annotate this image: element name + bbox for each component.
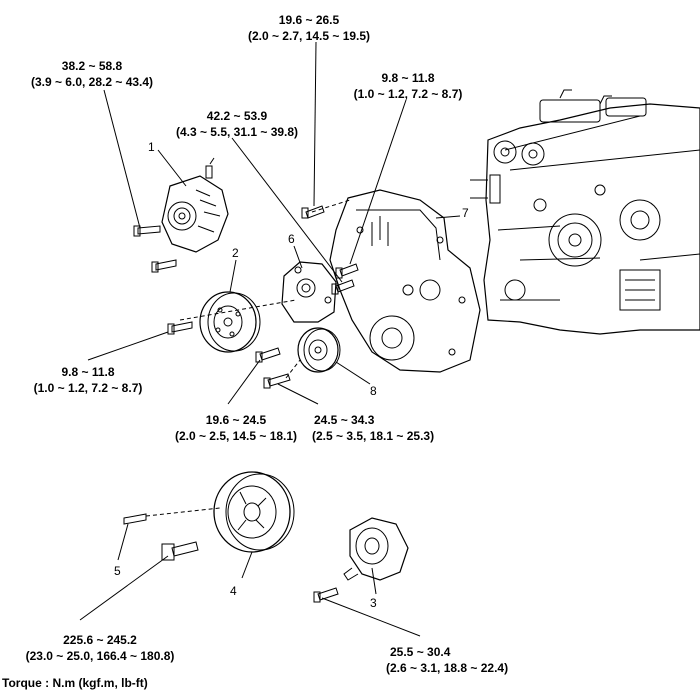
torque-label-idler-top: 9.8 ~ 11.8 (1.0 ~ 1.2, 7.2 ~ 8.7): [346, 70, 470, 102]
torque-label-bracket-bolt: 42.2 ~ 53.9 (4.3 ~ 5.5, 31.1 ~ 39.8): [166, 108, 308, 140]
alternator: [161, 157, 229, 253]
torque-label-alternator-bolt: 38.2 ~ 58.8 (3.9 ~ 6.0, 28.2 ~ 43.4): [26, 58, 158, 90]
callout-6: 6: [288, 232, 295, 246]
torque-kgf-lbft: (1.0 ~ 1.2, 7.2 ~ 8.7): [33, 381, 143, 395]
torque-label-tensioner-bolt: 25.5 ~ 30.4 (2.6 ~ 3.1, 18.8 ~ 22.4): [386, 644, 556, 676]
torque-label-mid-bolt: 19.6 ~ 24.5 (2.0 ~ 2.5, 14.5 ~ 18.1): [164, 412, 308, 444]
bracket-bolts: [331, 263, 359, 295]
torque-kgf-lbft: (1.0 ~ 1.2, 7.2 ~ 8.7): [353, 87, 463, 101]
torque-nm: 38.2 ~ 58.8: [61, 59, 123, 73]
pulley-bolt: [167, 321, 193, 335]
auto-tensioner: [343, 517, 409, 581]
top-bolt: [301, 205, 325, 219]
torque-kgf-lbft: (2.0 ~ 2.7, 14.5 ~ 19.5): [247, 29, 371, 43]
idler-pulley: [297, 327, 341, 373]
pulley: [199, 291, 261, 353]
callout-1: 1: [148, 140, 155, 154]
torque-nm: 19.6 ~ 26.5: [278, 13, 340, 27]
torque-kgf-lbft: (23.0 ~ 25.0, 166.4 ~ 180.8): [25, 649, 175, 663]
torque-nm: 19.6 ~ 24.5: [205, 413, 267, 427]
callout-5: 5: [114, 564, 121, 578]
torque-label-crank-bolt: 225.6 ~ 245.2 (23.0 ~ 25.0, 166.4 ~ 180.…: [10, 632, 190, 664]
torque-nm: 9.8 ~ 11.8: [381, 71, 435, 85]
torque-nm: 42.2 ~ 53.9: [206, 109, 268, 123]
torque-kgf-lbft: (2.6 ~ 3.1, 18.8 ~ 22.4): [386, 661, 509, 675]
callout-8: 8: [370, 384, 377, 398]
torque-label-pulley-bolt: 9.8 ~ 11.8 (1.0 ~ 1.2, 7.2 ~ 8.7): [26, 364, 150, 396]
torque-nm: 24.5 ~ 34.3: [314, 413, 375, 427]
crankshaft-bolt: [161, 541, 199, 561]
callout-2: 2: [232, 246, 239, 260]
timing-cover: [329, 189, 481, 373]
torque-label-top-bolt: 19.6 ~ 26.5 (2.0 ~ 2.7, 14.5 ~ 19.5): [234, 12, 384, 44]
idler-bracket: [281, 261, 337, 323]
torque-kgf-lbft: (4.3 ~ 5.5, 31.1 ~ 39.8): [175, 125, 299, 139]
callout-7: 7: [462, 206, 469, 220]
torque-nm: 9.8 ~ 11.8: [61, 365, 115, 379]
callout-4: 4: [230, 584, 237, 598]
torque-nm: 25.5 ~ 30.4: [390, 645, 451, 659]
torque-kgf-lbft: (3.9 ~ 6.0, 28.2 ~ 43.4): [30, 75, 154, 89]
alternator-bolt-upper: [133, 225, 161, 237]
idler-bolt: [263, 373, 291, 389]
callout-3: 3: [370, 596, 377, 610]
alternator-bolt-lower: [151, 259, 177, 273]
torque-kgf-lbft: (2.0 ~ 2.5, 14.5 ~ 18.1): [174, 429, 298, 443]
crankshaft-damper-pulley: [213, 471, 295, 553]
tensioner-bolt: [313, 587, 339, 603]
torque-nm: 225.6 ~ 245.2: [63, 633, 137, 647]
crankshaft-key: [123, 513, 147, 525]
engine-block: [470, 89, 700, 335]
torque-label-idler-bolt: 24.5 ~ 34.3 (2.5 ~ 3.5, 18.1 ~ 25.3): [312, 412, 456, 444]
torque-unit-note: Torque : N.m (kgf.m, lb-ft): [2, 676, 148, 690]
torque-kgf-lbft: (2.5 ~ 3.5, 18.1 ~ 25.3): [312, 429, 435, 443]
